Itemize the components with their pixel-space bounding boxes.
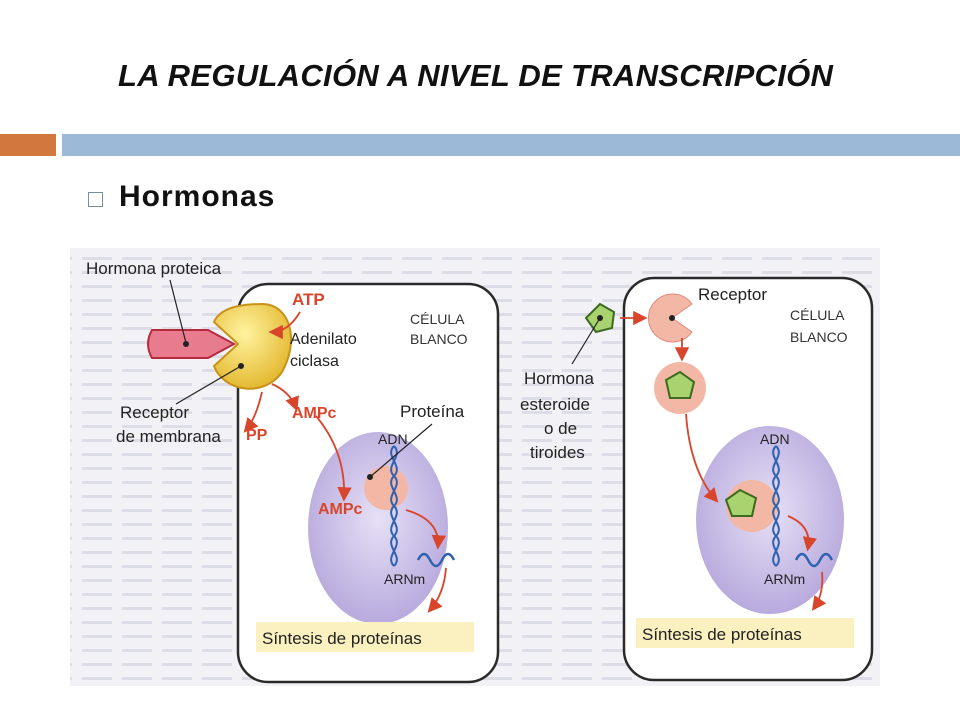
left-cell-label-2: BLANCO [410,331,468,347]
right-cell-label-1: CÉLULA [790,307,845,323]
pp-label: PP [246,427,268,444]
steroid-label-4: tiroides [530,443,585,462]
steroid-label-2: esteroide [520,395,590,414]
left-protein-complex [364,466,408,510]
protein-hormone-shape [147,329,237,359]
steroid-label-3: o de [544,419,577,438]
left-cell-label-1: CÉLULA [410,311,465,327]
adenylate-label: Adenilato [290,331,357,348]
atp-label: ATP [292,290,325,309]
left-nucleus [308,432,448,624]
ampc-label-2: AMPc [318,501,363,518]
bullet-text: Hormonas [119,180,276,213]
left-hormone-label: Hormona proteica [86,259,222,278]
left-dna-strand-2 [390,445,398,567]
receptor-label-2: de membrana [116,427,221,446]
protein-label: Proteína [400,402,465,421]
left-dna-label: ADN [378,431,408,447]
right-mrna-label: ARNm [764,571,805,587]
title-bar-accent [0,134,56,156]
left-cell-panel: Hormona proteica ATP Adenilato ciclasa C… [86,259,500,684]
title-bar [62,134,960,156]
left-mrna [416,552,456,568]
left-synthesis-box [256,622,474,652]
left-synthesis-label: Síntesis de proteínas [262,629,422,648]
steroid-label-1: Hormona [524,369,594,388]
cyclase-label: ciclasa [290,353,339,370]
left-mrna-label: ARNm [384,571,425,587]
right-receptor-label: Receptor [698,285,767,304]
right-synthesis-label: Síntesis de proteínas [642,625,802,644]
right-cell-label-2: BLANCO [790,329,848,345]
right-dna-strand-2 [772,445,780,567]
page-title: LA REGULACIÓN A NIVEL DE TRANSCRIPCIÓN [118,58,834,93]
right-mrna [794,552,834,568]
right-synthesis-box [636,618,854,648]
ampc-label-1: AMPc [292,405,337,422]
bullet-square-icon [88,192,103,207]
right-dna-label: ADN [760,431,790,447]
right-cell-panel: Receptor CÉLULA BLANCO Hormona esteroide… [520,276,874,682]
receptor-label-1: Receptor [120,403,189,422]
